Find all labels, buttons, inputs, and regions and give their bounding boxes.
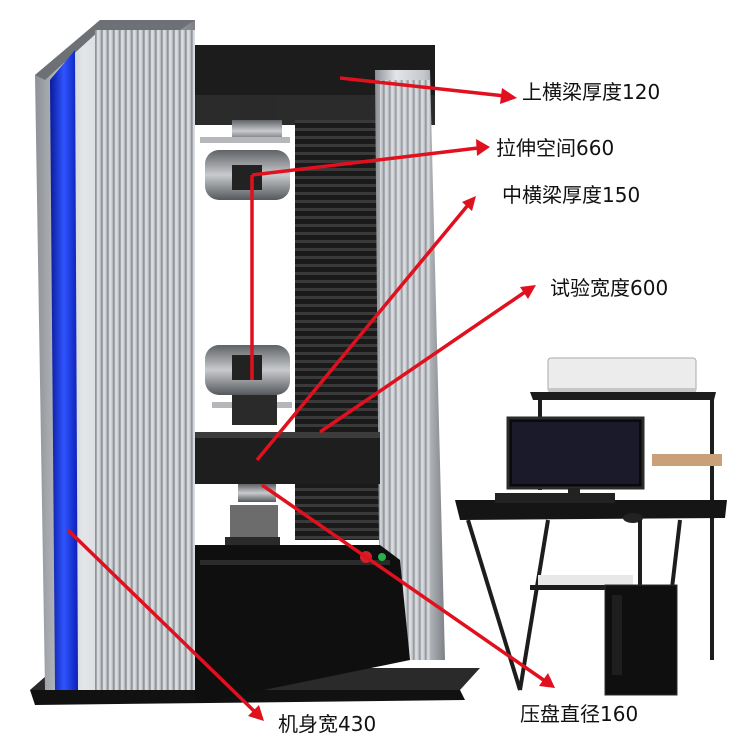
paper-stack: [652, 454, 722, 466]
annotation-arrows: [66, 76, 555, 721]
desk-top: [455, 500, 727, 520]
arrow-upper-beam: [339, 76, 506, 98]
arrow-middle-beam: [255, 203, 470, 462]
arrow-test-width: [319, 290, 526, 434]
label-platen-diameter: 压盘直径160: [520, 702, 639, 726]
middle-crossbeam: [195, 432, 380, 484]
keyboard: [495, 493, 615, 503]
printer: [547, 357, 697, 393]
arrow-platen-diameter: [261, 483, 546, 683]
blue-light-strip: [50, 50, 78, 690]
arrow-body-width: [66, 528, 257, 714]
label-test-width: 试验宽度600: [550, 276, 669, 300]
label-tensile-space: 拉伸空间660: [496, 136, 615, 160]
label-middle-beam-thickness: 中横梁厚度150: [502, 183, 641, 207]
label-upper-beam-thickness: 上横梁厚度120: [522, 80, 661, 104]
label-body-width: 机身宽430: [278, 712, 377, 736]
platen: [238, 484, 276, 502]
green-button: [378, 553, 386, 561]
control-cabinet: [195, 545, 410, 700]
